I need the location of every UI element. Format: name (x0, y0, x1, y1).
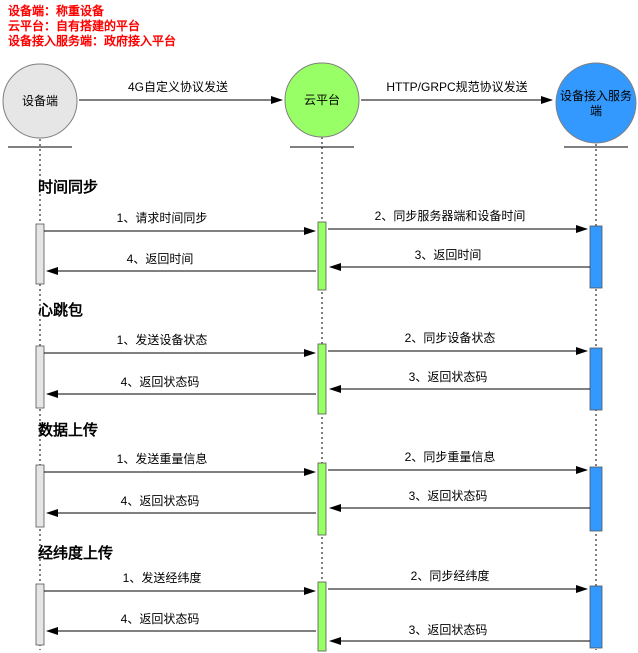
activation-bar-server (589, 347, 603, 411)
legend: 设备端：称重设备 云平台：自有搭建的平台 设备接入服务端：政府接入平台 (8, 3, 176, 48)
msg2-label: 2、同步经纬度 (411, 568, 490, 583)
section-latlng-upload: 经纬度上传 1、发送经纬度 2、同步经纬度 3、返回状态码 4、返回状态码 (35, 544, 603, 652)
activation-bar-server (589, 585, 603, 649)
msg4-label: 4、返回状态码 (121, 375, 200, 389)
top-links: 4G自定义协议发送 HTTP/GRPC规范协议发送 (79, 79, 553, 104)
section-title: 时间同步 (38, 178, 98, 196)
activation-bar-device (35, 583, 45, 646)
msg3-label: 3、返回状态码 (409, 623, 488, 637)
actor-device-label: 设备端 (22, 94, 58, 108)
msg4-label: 4、返回状态码 (121, 612, 200, 626)
section-title: 心跳包 (38, 301, 83, 319)
activation-bar-server (589, 225, 603, 289)
activation-bar-device (35, 223, 45, 285)
actor-server: 设备接入服务 端 (555, 62, 637, 144)
actor-cloud-label: 云平台 (304, 92, 340, 107)
msg2-label: 2、同步重量信息 (405, 449, 496, 464)
msg2-label: 2、同步服务器端和设备时间 (375, 208, 526, 223)
legend-line-cloud: 云平台：自有搭建的平台 (8, 18, 140, 33)
device-to-cloud-label: 4G自定义协议发送 (128, 79, 228, 94)
activation-bar-device (35, 345, 45, 409)
section-title: 数据上传 (38, 421, 98, 439)
activation-bar-cloud (317, 462, 327, 536)
msg1-label: 1、发送重量信息 (117, 451, 208, 466)
section-title: 经纬度上传 (38, 544, 113, 562)
section-time-sync: 时间同步 1、请求时间同步 2、同步服务器端和设备时间 3、返回时间 4、返回时… (35, 178, 603, 291)
actor-server-label-line2: 端 (590, 104, 602, 118)
msg2-label: 2、同步设备状态 (405, 331, 496, 345)
msg3-label: 3、返回状态码 (409, 370, 488, 384)
msg3-label: 3、返回时间 (415, 248, 482, 262)
actor-cloud: 云平台 (284, 62, 360, 138)
actor-server-circle (555, 62, 637, 144)
section-heartbeat: 心跳包 1、发送设备状态 2、同步设备状态 3、返回状态码 4、返回状态码 (35, 301, 603, 415)
msg4-label: 4、返回时间 (127, 252, 194, 266)
cloud-to-server-label: HTTP/GRPC规范协议发送 (386, 79, 527, 94)
actor-server-label-line1: 设备接入服务 (560, 88, 632, 103)
msg1-label: 1、发送设备状态 (117, 332, 208, 347)
activation-bar-cloud (317, 343, 327, 415)
activation-bar-cloud (317, 221, 327, 291)
activation-bar-device (35, 464, 45, 528)
legend-line-server: 设备接入服务端：政府接入平台 (8, 33, 176, 48)
actor-cloud-circle (284, 62, 360, 138)
msg4-label: 4、返回状态码 (121, 494, 200, 508)
activation-bar-cloud (317, 581, 327, 652)
msg3-label: 3、返回状态码 (409, 489, 488, 503)
actor-device-circle (2, 63, 78, 139)
msg1-label: 1、请求时间同步 (117, 211, 208, 225)
actor-device: 设备端 (2, 63, 78, 139)
msg1-label: 1、发送经纬度 (123, 570, 202, 585)
activation-bar-server (589, 466, 603, 532)
section-data-upload: 数据上传 1、发送重量信息 2、同步重量信息 3、返回状态码 4、返回状态码 (35, 421, 603, 536)
legend-line-device: 设备端：称重设备 (8, 3, 105, 18)
